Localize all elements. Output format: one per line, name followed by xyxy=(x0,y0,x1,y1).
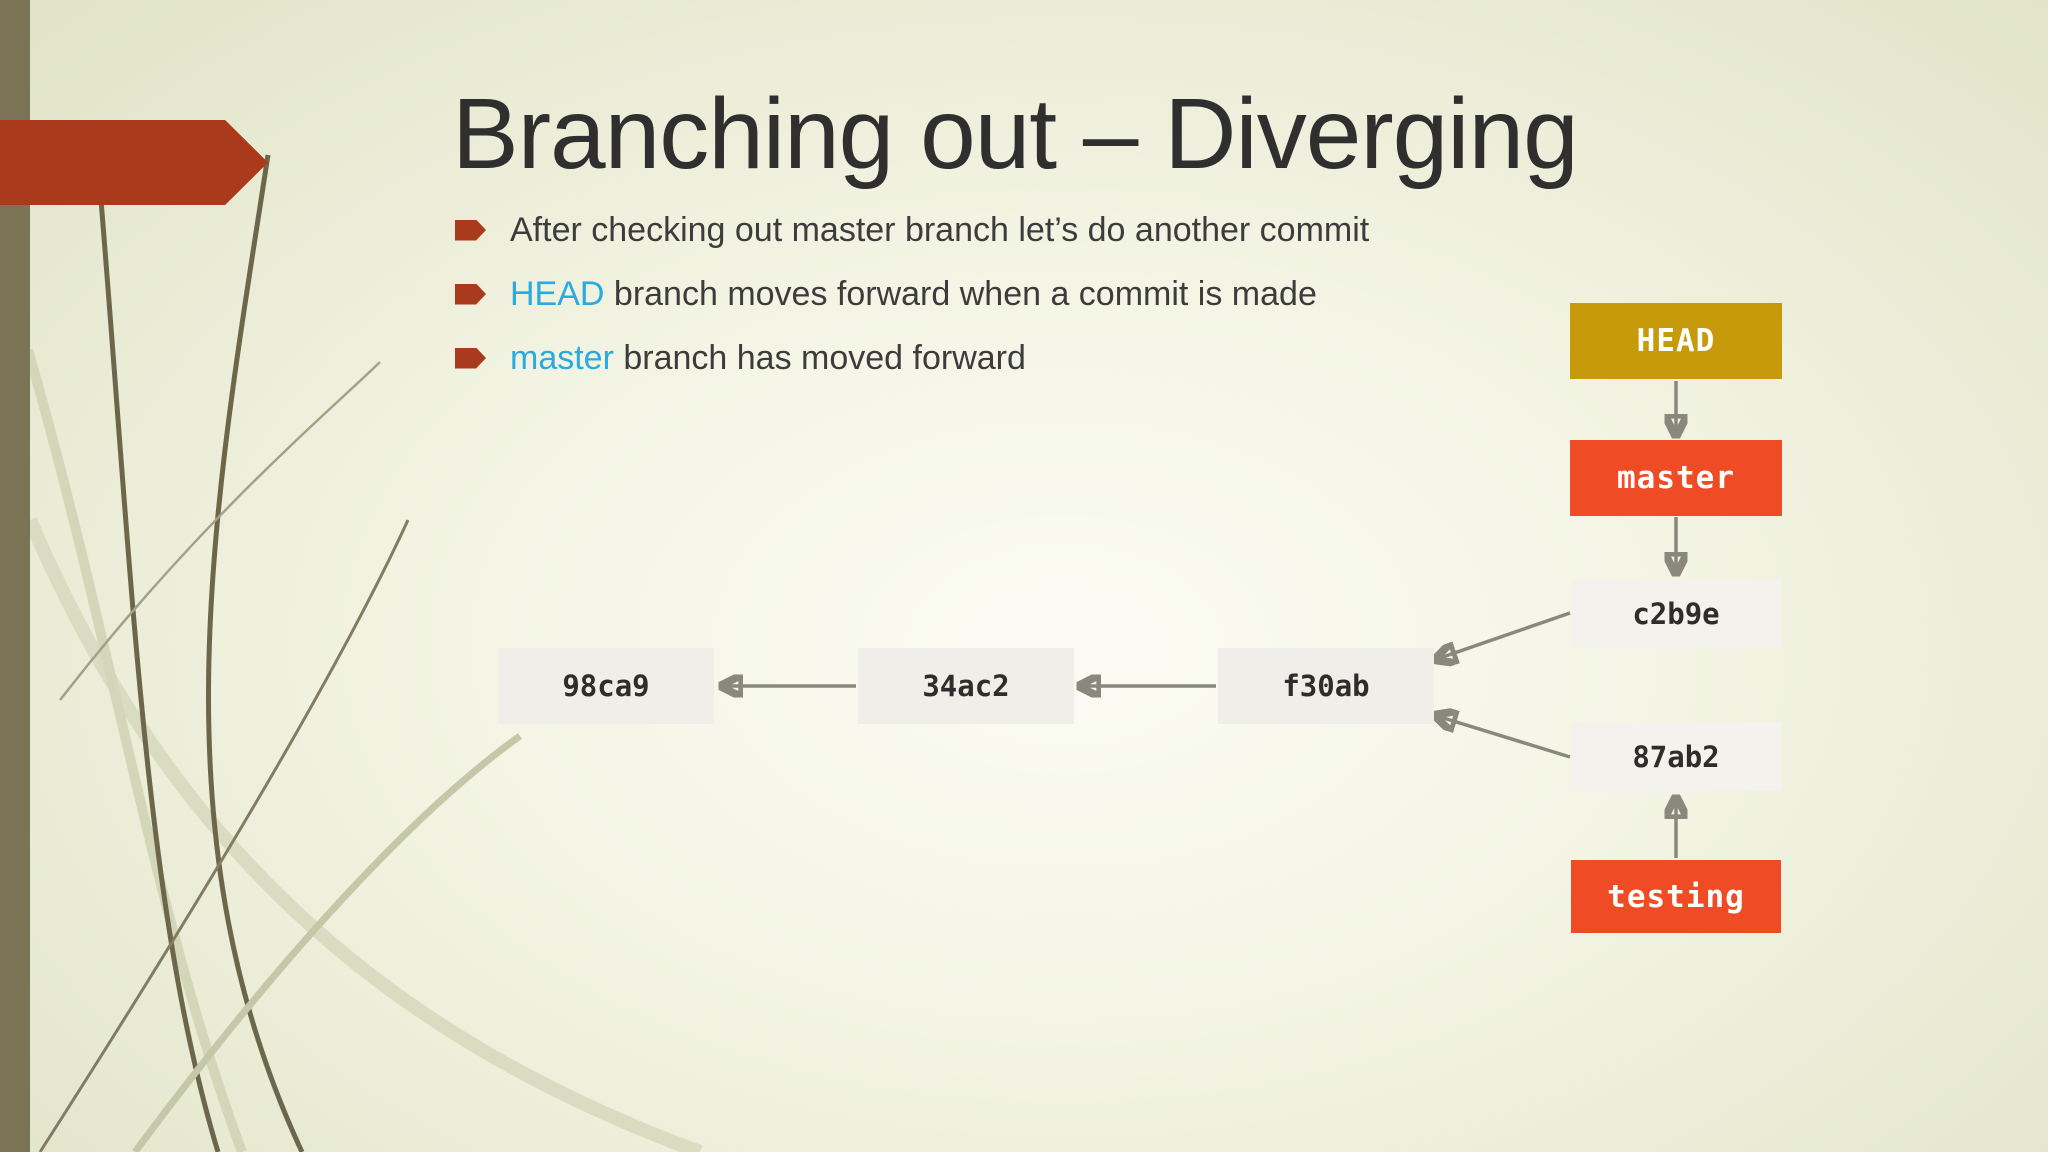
arrow-87ab2-to-f30ab xyxy=(1437,716,1571,759)
node-commit-c2b9e: c2b9e xyxy=(1571,579,1781,648)
bullet-list: After checking out master branch let’s d… xyxy=(455,198,1705,390)
node-commit-f30ab: f30ab xyxy=(1218,648,1434,724)
node-commit-34ac2: 34ac2 xyxy=(858,648,1074,724)
bullet-item: master branch has moved forward xyxy=(455,326,1705,390)
bullet-text: After checking out master branch let’s d… xyxy=(510,211,1369,250)
node-master-branch: master xyxy=(1570,440,1782,516)
node-head-pointer: HEAD xyxy=(1570,303,1782,379)
arrow-bullet-icon xyxy=(455,283,486,305)
bullet-body: branch has moved forward xyxy=(613,338,1026,377)
bullet-highlight: master xyxy=(510,338,614,377)
bullet-body: After checking out master branch let’s d… xyxy=(510,210,1370,249)
bullet-highlight: HEAD xyxy=(510,274,605,313)
node-commit-87ab2: 87ab2 xyxy=(1571,722,1781,791)
node-commit-98ca9: 98ca9 xyxy=(498,648,714,724)
bullet-body: branch moves forward when a commit is ma… xyxy=(604,274,1317,313)
arrow-c2b9e-to-f30ab xyxy=(1437,611,1571,659)
arrow-bullet-icon xyxy=(455,219,486,241)
bullet-item: HEAD branch moves forward when a commit … xyxy=(455,262,1705,326)
bullet-text: master branch has moved forward xyxy=(510,339,1026,378)
bullet-text: HEAD branch moves forward when a commit … xyxy=(510,275,1317,314)
title-accent-arrow xyxy=(0,120,268,205)
page-title: Branching out – Diverging xyxy=(452,78,1579,190)
arrow-bullet-icon xyxy=(455,347,486,369)
node-testing-branch: testing xyxy=(1571,860,1781,933)
bullet-item: After checking out master branch let’s d… xyxy=(455,198,1705,262)
